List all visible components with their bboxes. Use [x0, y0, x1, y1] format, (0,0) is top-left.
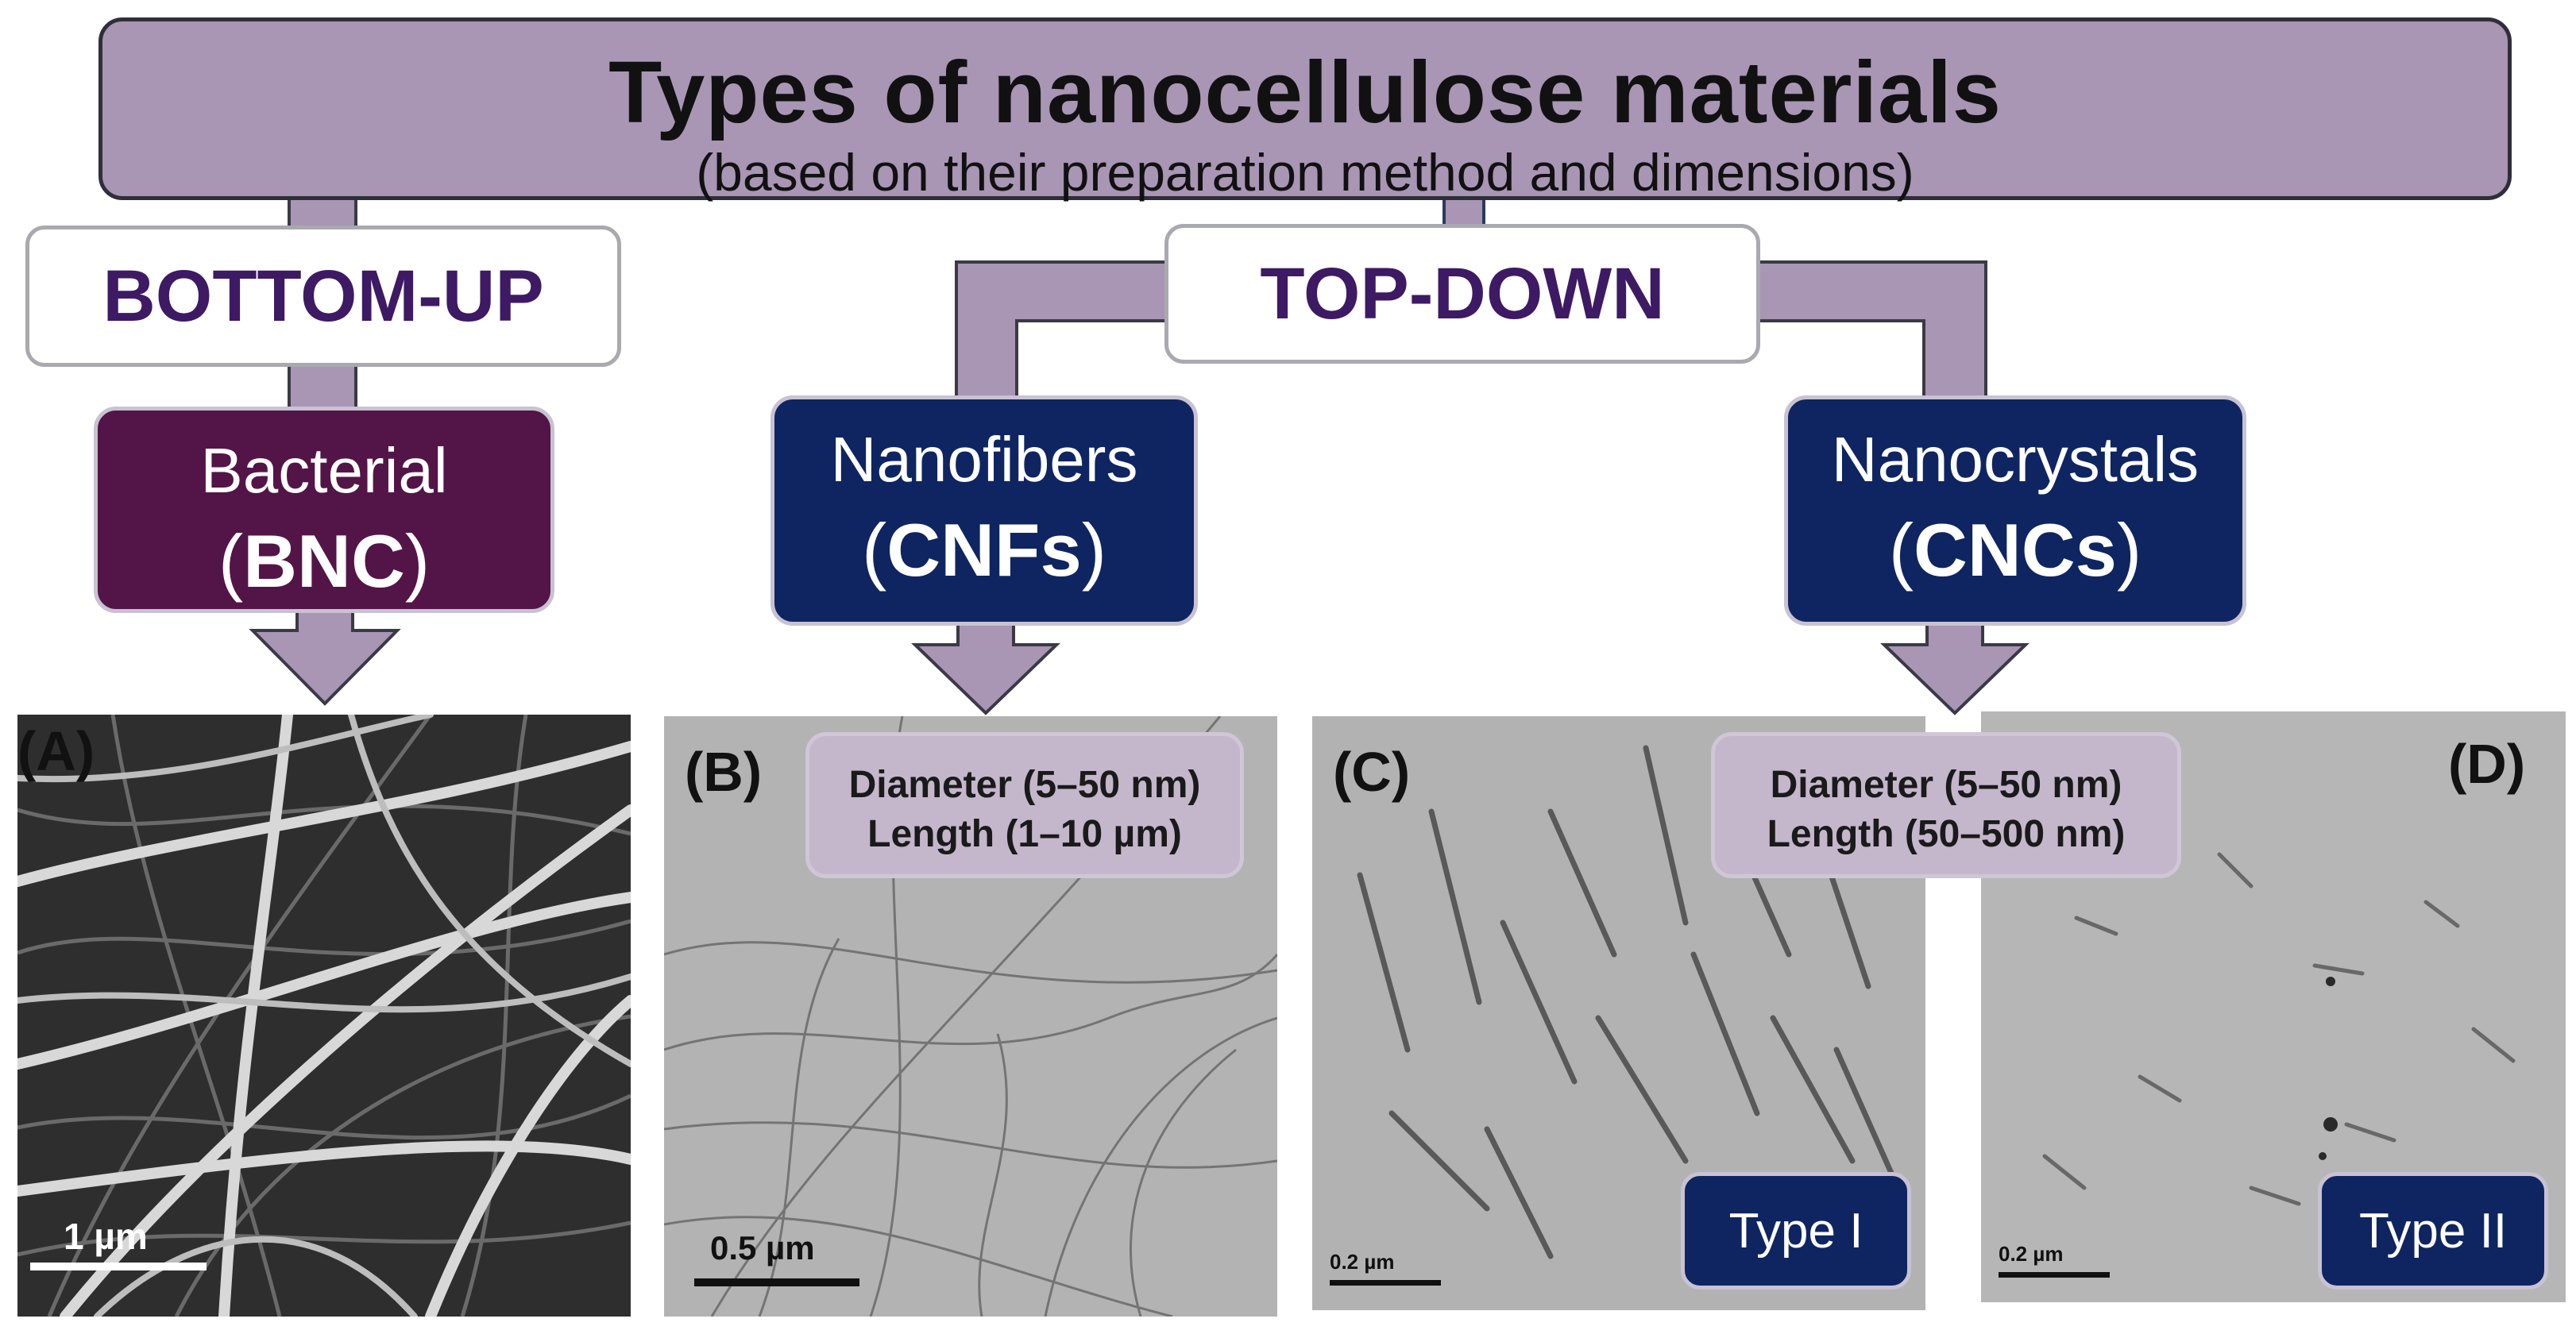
top-down-label: TOP-DOWN — [1164, 224, 1760, 364]
category-name: Nanocrystals — [1831, 424, 2199, 495]
cnf-down-arrow — [911, 623, 1060, 715]
scale-bar-d — [1999, 1272, 2110, 1278]
cnc-down-arrow — [1880, 623, 2030, 715]
panel-label-d: (D) — [2448, 733, 2526, 795]
category-abbr: CNFs — [886, 508, 1082, 592]
category-abbr-line: (CNFs) — [861, 508, 1107, 592]
page-subtitle: (based on their preparation method and d… — [696, 143, 1914, 202]
scale-text-d: 0.2 µm — [1999, 1242, 2064, 1266]
category-abbr: BNC — [243, 519, 405, 603]
category-bnc: Bacterial (BNC) — [94, 407, 554, 613]
scale-text-c: 0.2 µm — [1330, 1250, 1395, 1274]
category-abbr-line: (BNC) — [218, 519, 431, 603]
tem-nanocrystals-type-2 — [2042, 852, 2516, 1206]
cnc-branch — [1754, 260, 1987, 407]
cnf-branch — [955, 260, 1171, 407]
cnf-dimensions-box: Diameter (5–50 nm) Length (1–10 µm) — [805, 732, 1244, 878]
cnc-diameter: Diameter (5–50 nm) — [1770, 764, 2122, 806]
title-banner: Types of nanocellulose materials (based … — [98, 17, 2512, 202]
panel-label-c: (C) — [1333, 741, 1411, 803]
sem-fiber-network — [17, 715, 631, 1317]
cnc-length: Length (50–500 nm) — [1767, 813, 2126, 855]
type-2-badge: Type II — [2318, 1172, 2548, 1290]
micrograph-panel-a: (A) 1 µm — [17, 715, 631, 1317]
scale-text-b: 0.5 µm — [710, 1229, 815, 1267]
category-name: Bacterial — [200, 435, 448, 506]
category-abbr-line: (CNCs) — [1888, 508, 2142, 592]
panel-label-a: (A) — [17, 720, 95, 782]
scale-bar-c — [1330, 1280, 1441, 1286]
scale-bar-a — [30, 1263, 207, 1270]
page-title: Types of nanocellulose materials — [608, 44, 2002, 141]
bnc-down-arrow — [249, 610, 401, 706]
cnf-diameter: Diameter (5–50 nm) — [848, 764, 1201, 806]
category-cnc: Nanocrystals (CNCs) — [1784, 395, 2246, 626]
panel-label-b: (B) — [685, 741, 763, 803]
type-1-badge: Type I — [1681, 1172, 1911, 1290]
category-abbr: CNCs — [1914, 508, 2117, 592]
category-name: Nanofibers — [830, 424, 1138, 495]
category-cnf: Nanofibers (CNFs) — [770, 395, 1198, 626]
scale-bar-b — [694, 1278, 859, 1286]
cnc-dimensions-box: Diameter (5–50 nm) Length (50–500 nm) — [1711, 732, 2181, 878]
bottom-up-label: BOTTOM-UP — [25, 226, 621, 367]
cnf-length: Length (1–10 µm) — [867, 813, 1182, 855]
scale-text-a: 1 µm — [64, 1216, 148, 1257]
